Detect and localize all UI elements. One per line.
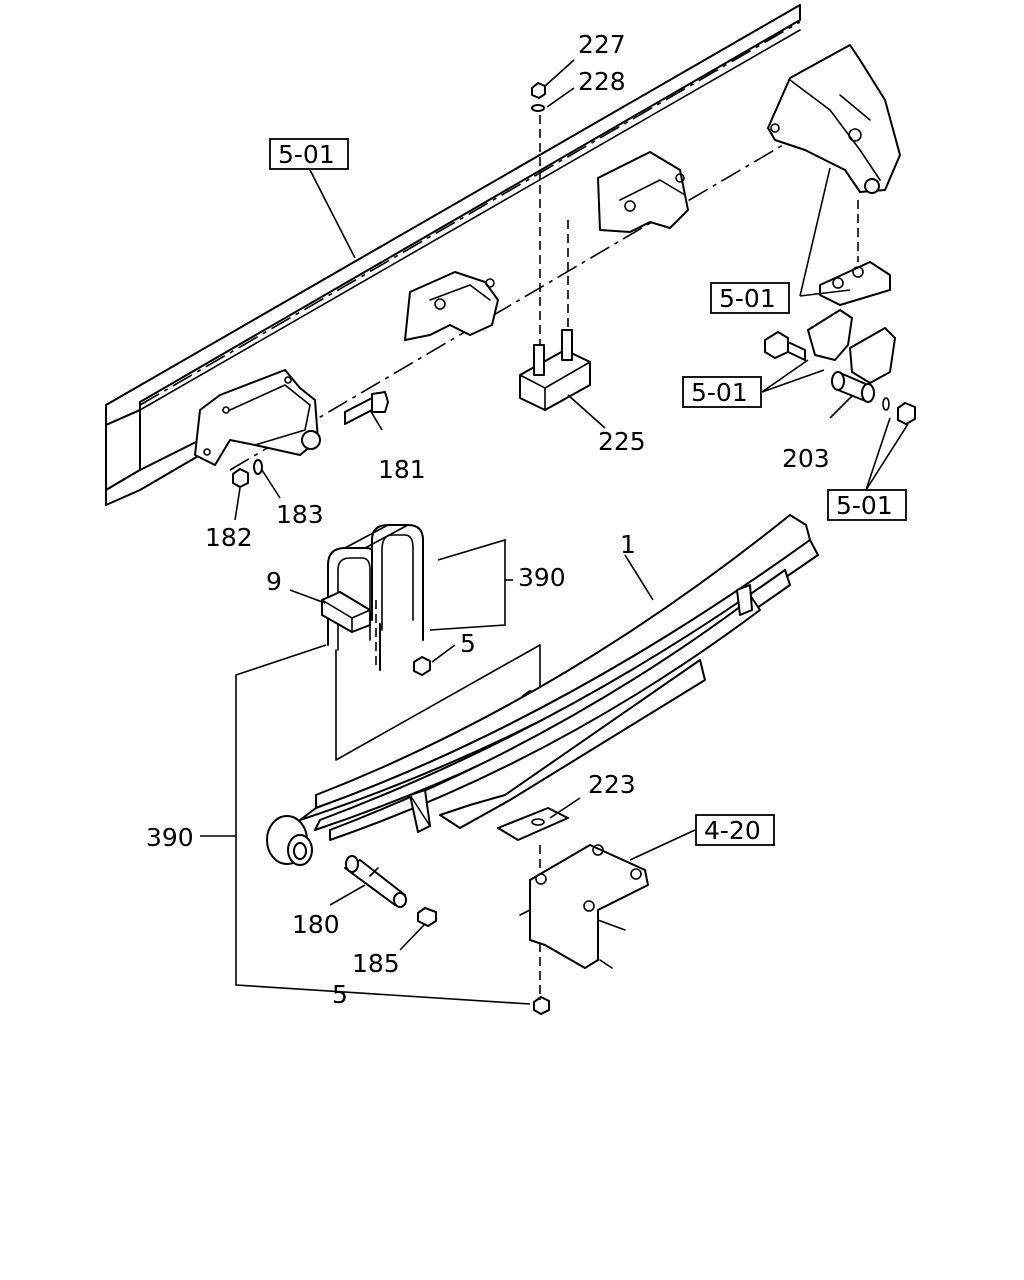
ref-box-5-01-shackle[interactable]: 5-01 — [710, 282, 790, 314]
label-228: 228 — [578, 67, 626, 96]
nut-5[interactable] — [413, 656, 431, 676]
shackle-bushing-203[interactable] — [831, 371, 875, 403]
ref-box-5-01-nut[interactable]: 5-01 — [827, 489, 907, 521]
label-390-lower: 390 — [146, 823, 194, 852]
label-223: 223 — [588, 770, 636, 799]
rear-hanger-bracket — [767, 44, 901, 194]
nut-5-lower[interactable] — [533, 996, 550, 1015]
ref-box-5-01-frame[interactable]: 5-01 — [269, 138, 349, 170]
bolt-181[interactable] — [344, 391, 389, 425]
spacer-plate-223[interactable] — [497, 807, 569, 841]
ref-box-5-01-shackle-text: 5-01 — [719, 284, 776, 313]
label-9: 9 — [266, 567, 282, 596]
shackle-bolt[interactable] — [764, 331, 806, 361]
label-181: 181 — [378, 455, 426, 484]
shackle-plate-left — [807, 309, 853, 361]
front-hanger-bracket — [194, 369, 321, 466]
ref-box-4-20[interactable]: 4-20 — [695, 814, 775, 846]
washer-183[interactable] — [253, 459, 263, 475]
label-1: 1 — [620, 530, 636, 559]
shackle-washer[interactable] — [882, 397, 890, 411]
label-227: 227 — [578, 30, 626, 59]
washer-228[interactable] — [531, 104, 545, 112]
spring-eye — [266, 815, 313, 866]
label-5-upper: 5 — [460, 629, 476, 658]
grease-fitting-185[interactable] — [417, 907, 437, 927]
ref-box-5-01-bolt-text: 5-01 — [691, 378, 748, 407]
ref-box-4-20-text: 4-20 — [704, 816, 761, 845]
ref-box-5-01-frame-text: 5-01 — [278, 140, 335, 169]
shackle-plate-right — [849, 327, 896, 384]
leaf-spring-1[interactable] — [299, 514, 819, 841]
spring-pin-180[interactable] — [344, 855, 407, 908]
shackle-bracket — [819, 200, 891, 306]
nut-182[interactable] — [232, 468, 249, 488]
cross-bracket-1 — [404, 271, 499, 341]
frame-rail — [105, 4, 801, 506]
label-185: 185 — [352, 949, 400, 978]
nut-227[interactable] — [531, 82, 546, 99]
ref-box-5-01-nut-text: 5-01 — [836, 491, 893, 520]
label-182: 182 — [205, 523, 253, 552]
u-bolt-clamp-outline — [335, 644, 541, 761]
label-203: 203 — [782, 444, 830, 473]
ref-box-5-01-bolt[interactable]: 5-01 — [682, 376, 762, 408]
stopper-block-225[interactable] — [519, 329, 591, 411]
label-180: 180 — [292, 910, 340, 939]
spacer-pad-9[interactable] — [321, 591, 371, 633]
label-225: 225 — [598, 427, 646, 456]
leader-lines — [200, 59, 909, 1005]
axle-seat — [519, 844, 649, 969]
label-390-upper: 390 — [518, 563, 566, 592]
shackle-nut[interactable] — [897, 402, 916, 425]
label-5-lower: 5 — [332, 980, 348, 1009]
label-183: 183 — [276, 500, 324, 529]
cross-bracket-2 — [597, 151, 689, 233]
